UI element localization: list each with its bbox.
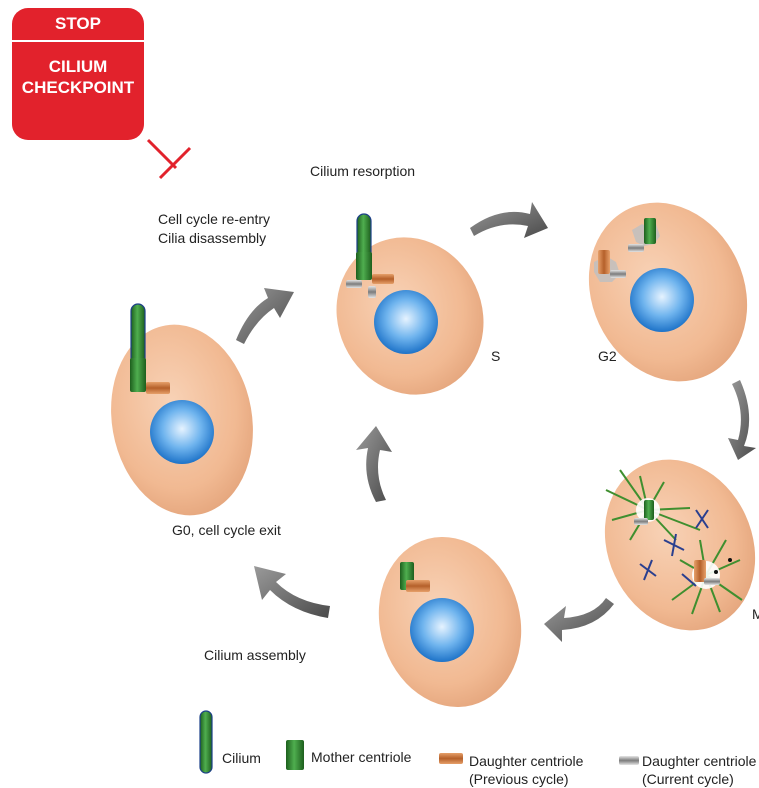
stop-label: STOP xyxy=(12,8,144,42)
cell-s xyxy=(311,213,509,419)
label-g0-exit: G0, cell cycle exit xyxy=(172,521,281,539)
checkpoint-title-line1: CILIUM xyxy=(12,56,144,77)
daughter-centriole-prev-icon xyxy=(372,274,394,284)
cell-m xyxy=(578,435,759,655)
legend-daughter-prev-label2: (Previous cycle) xyxy=(469,770,569,788)
arrow-daughter-to-g0 xyxy=(254,566,330,618)
daughter-centriole-prev-icon xyxy=(146,382,170,394)
mother-centriole-icon xyxy=(644,218,656,244)
legend-daughter-curr-label1: Daughter centriole xyxy=(642,752,756,770)
mother-centriole-icon xyxy=(356,252,372,280)
legend-daughter-curr-label2: (Current cycle) xyxy=(642,770,734,788)
daughter-centriole-curr-icon xyxy=(346,280,362,288)
mother-centriole-icon xyxy=(130,358,146,392)
legend-daughter-prev-label1: Daughter centriole xyxy=(469,752,583,770)
label-cilium-resorption: Cilium resorption xyxy=(310,162,415,180)
daughter-centriole-curr-icon xyxy=(610,270,626,278)
label-phase-s: S xyxy=(491,347,500,365)
legend-cilium-icon xyxy=(196,708,216,776)
label-cilium-assembly: Cilium assembly xyxy=(204,646,306,664)
cell-daughter xyxy=(360,521,540,723)
arrow-g0-to-s xyxy=(236,288,294,344)
daughter-centriole-curr-icon xyxy=(704,578,720,585)
label-phase-g2: G2 xyxy=(598,347,617,365)
inhibition-line xyxy=(148,140,190,178)
legend-daughter-prev-icon xyxy=(438,752,464,766)
label-cell-cycle-reentry: Cell cycle re-entry xyxy=(158,210,270,228)
cell-g2 xyxy=(560,177,759,408)
daughter-centriole-prev-icon xyxy=(406,580,430,592)
legend-daughter-curr-icon xyxy=(618,755,640,767)
mother-centriole-icon xyxy=(644,500,654,520)
legend-cilium-label: Cilium xyxy=(222,749,261,767)
arrow-g0-up xyxy=(356,426,392,502)
arrow-g2-to-m xyxy=(728,380,756,460)
daughter-centriole-curr-icon xyxy=(634,518,648,525)
daughter-centriole-curr-icon xyxy=(368,286,376,298)
legend-mother-centriole-icon xyxy=(284,738,306,772)
daughter-centriole-prev-icon xyxy=(598,250,610,274)
arrow-s-to-g2 xyxy=(470,202,548,238)
cilium-checkpoint-sign: STOP CILIUM CHECKPOINT xyxy=(12,8,144,140)
label-phase-m: M xyxy=(752,605,759,623)
label-cilia-disassembly: Cilia disassembly xyxy=(158,229,266,247)
checkpoint-title-line2: CHECKPOINT xyxy=(12,77,144,98)
arrow-m-to-daughter xyxy=(544,598,614,642)
daughter-centriole-prev-icon xyxy=(694,560,706,582)
daughter-centriole-curr-icon xyxy=(628,244,644,252)
legend-mother-centriole-label: Mother centriole xyxy=(311,748,411,766)
cilium-icon xyxy=(131,304,145,366)
